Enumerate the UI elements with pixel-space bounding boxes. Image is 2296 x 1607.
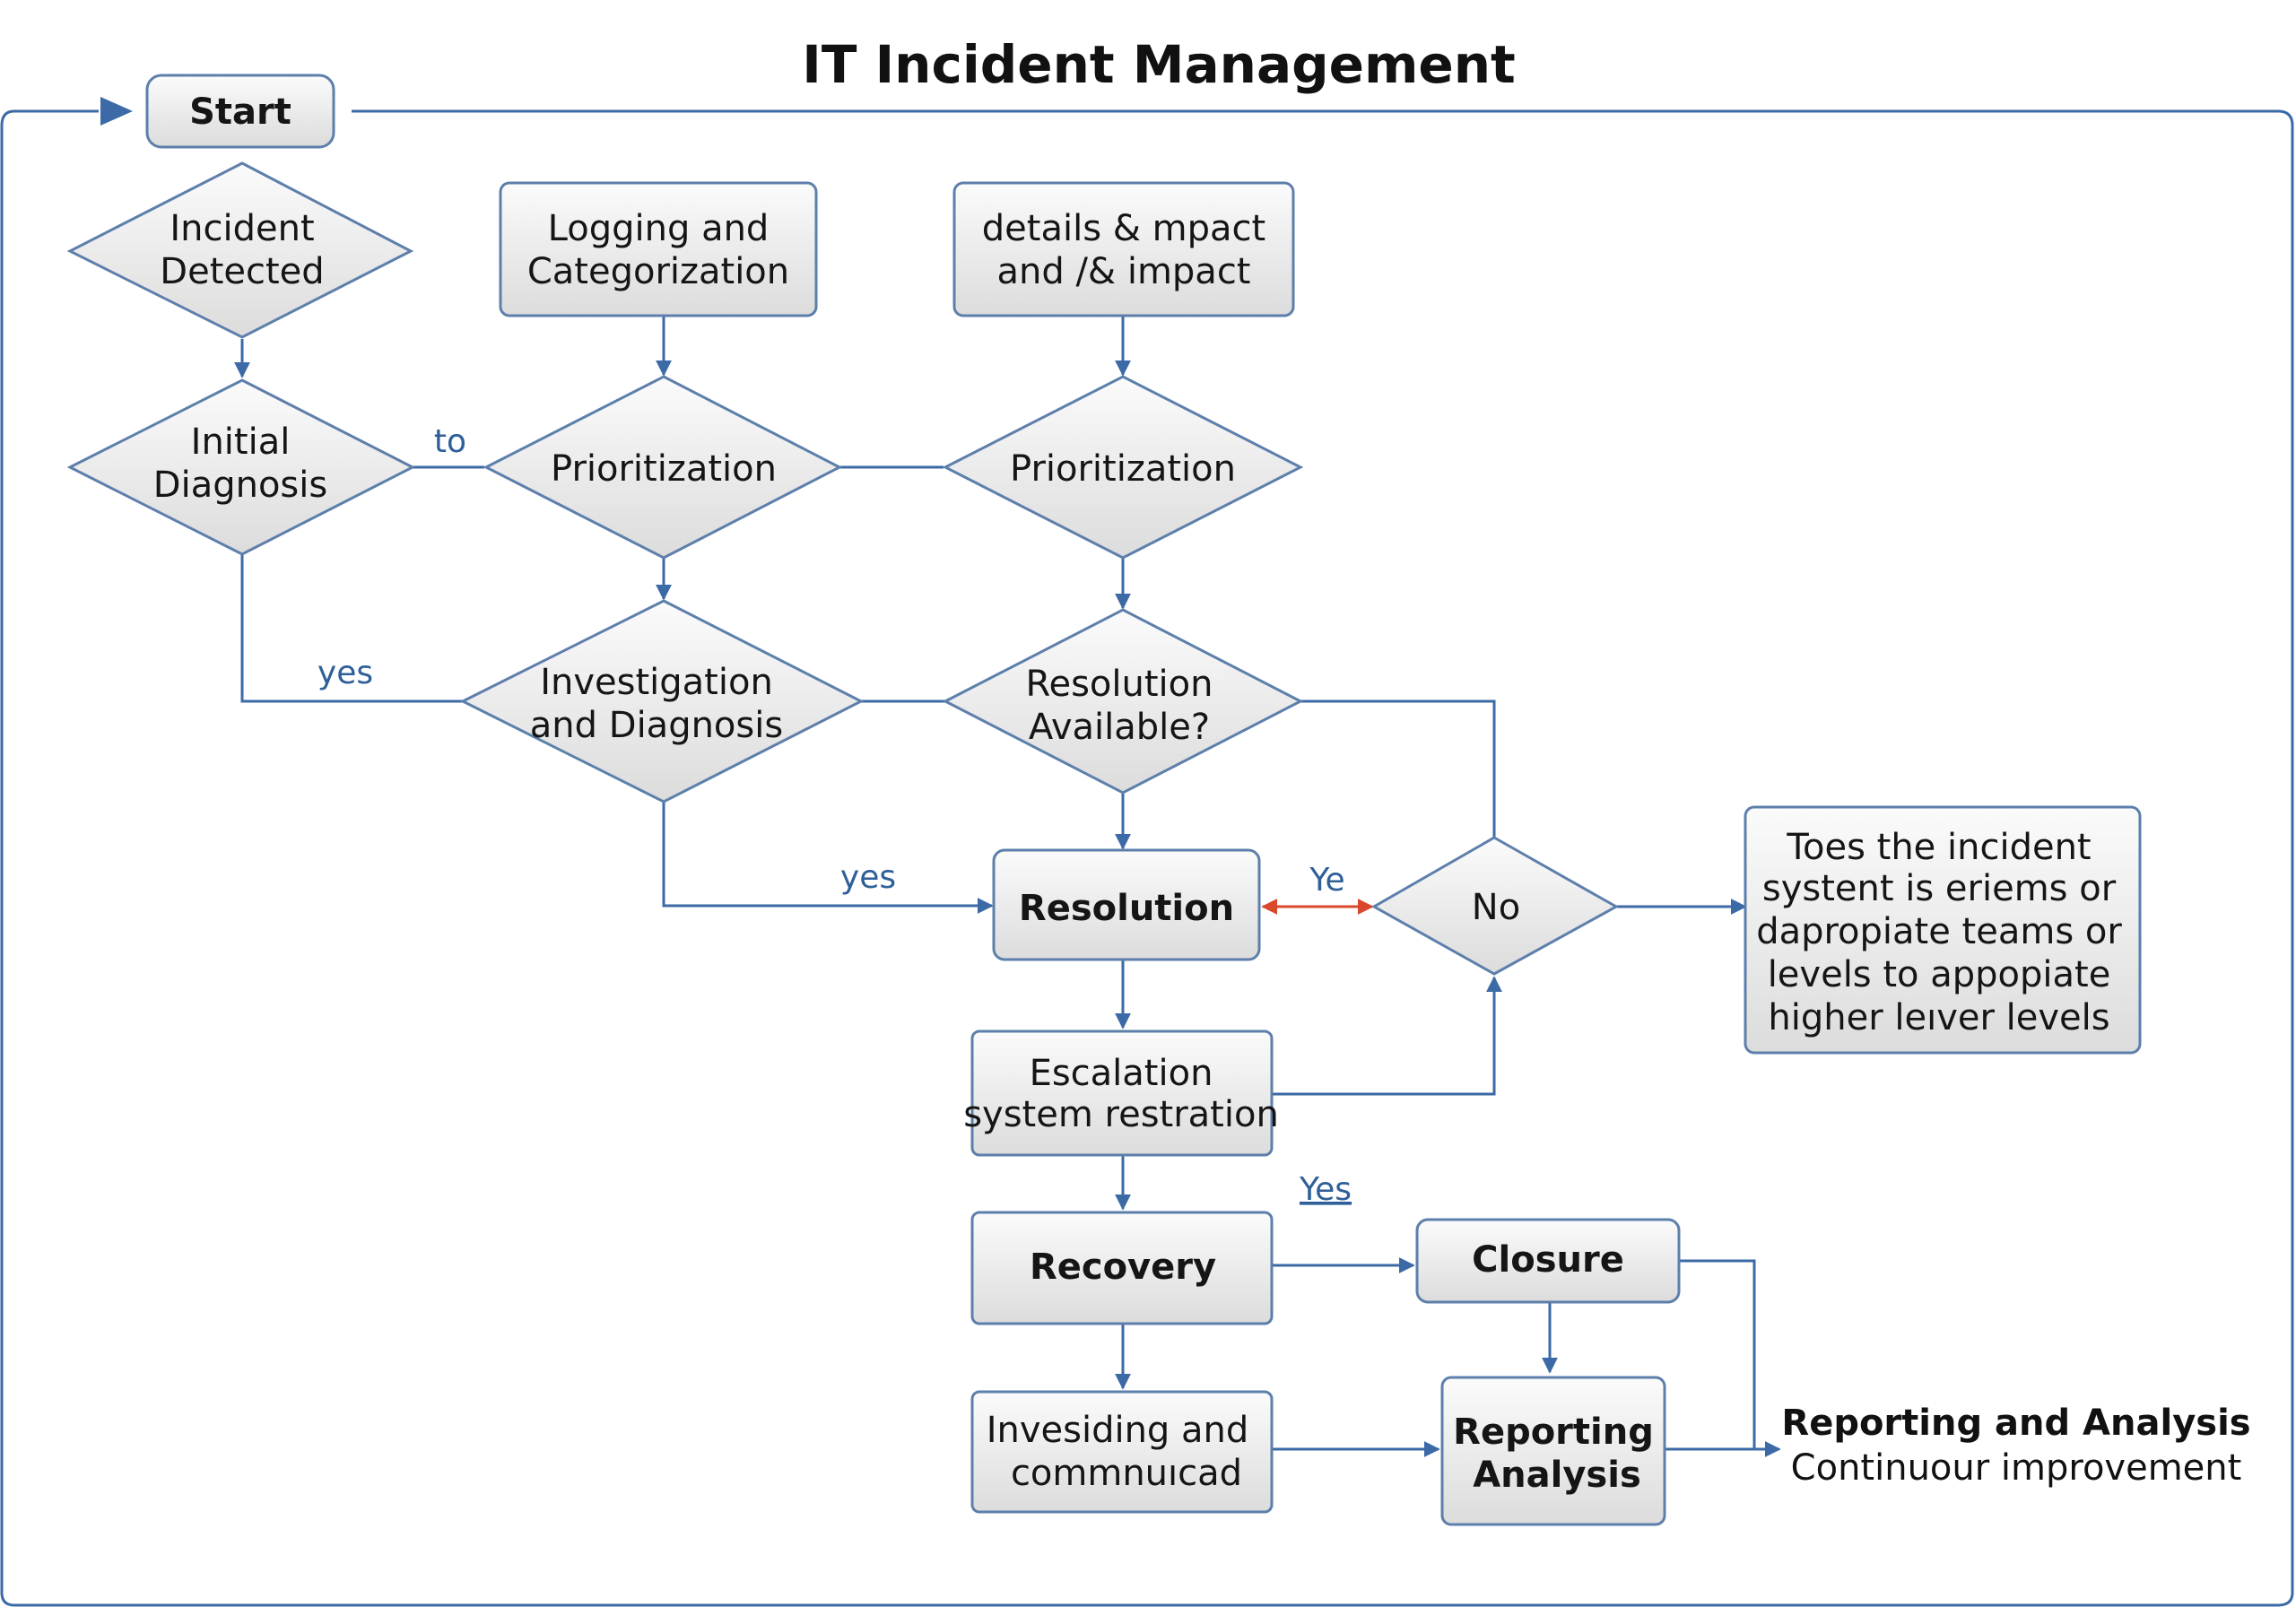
reporting-analysis-node: Reporting Analysis — [1440, 1376, 1666, 1526]
svg-text:and Diagnosis: and Diagnosis — [530, 705, 783, 746]
svg-text:and /& impact: and /& impact — [996, 251, 1250, 292]
svg-text:Available?: Available? — [1029, 707, 1210, 748]
recovery-node: Recovery — [970, 1211, 1274, 1325]
svg-text:commnuıcad: commnuıcad — [1011, 1453, 1242, 1494]
investigating-communicating-node: Invesiding and commnuıcad — [970, 1390, 1274, 1514]
svg-text:Prioritization: Prioritization — [551, 448, 777, 490]
edge-resolution-check-to-no — [1300, 699, 1496, 838]
svg-text:Initial: Initial — [191, 421, 291, 463]
svg-text:higher leıver levels: higher leıver levels — [1768, 997, 2109, 1038]
escalation-note-node: Toes the incident systent is eriems or d… — [1744, 805, 2142, 1055]
svg-text:Reporting: Reporting — [1453, 1412, 1654, 1453]
outcome-subtitle: Continuour improvement — [1791, 1447, 2242, 1489]
svg-text:Detected: Detected — [160, 251, 324, 292]
start-node: Start — [145, 74, 335, 149]
svg-text:Toes the incident: Toes the incident — [1786, 827, 2091, 868]
svg-text:Escalation: Escalation — [1030, 1053, 1213, 1094]
svg-text:Recovery: Recovery — [1030, 1247, 1216, 1288]
frame-entry-arrowhead — [100, 97, 133, 126]
svg-text:Incident: Incident — [170, 208, 314, 249]
svg-text:Investigation: Investigation — [540, 662, 773, 703]
details-impact-node: details & mpact and /& impact — [952, 181, 1295, 317]
edge-label-yes-mid: yes — [840, 859, 896, 896]
svg-text:Diagnosis: Diagnosis — [153, 465, 327, 506]
outcome-title: Reporting and Analysis — [1781, 1403, 2250, 1444]
edge-investigation-yes-to-resolution — [662, 802, 994, 914]
closure-node: Closure — [1415, 1218, 1681, 1304]
diagram-title: IT Incident Management — [802, 34, 1515, 95]
svg-text:systent is eriems or: systent is eriems or — [1762, 868, 2117, 909]
svg-text:Start: Start — [189, 91, 291, 133]
svg-text:Invesiding and: Invesiding and — [987, 1410, 1249, 1451]
svg-text:details & mpact: details & mpact — [982, 208, 1265, 249]
svg-text:Categorization: Categorization — [527, 251, 789, 292]
svg-text:Resolution: Resolution — [1025, 664, 1213, 705]
svg-text:Analysis: Analysis — [1473, 1455, 1641, 1496]
prioritization-decision-2: Prioritization — [942, 375, 1304, 560]
edge-diagnosis-yes-to-investigation — [240, 554, 463, 703]
svg-text:levels to appopiate: levels to appopiate — [1768, 954, 2111, 995]
frame-loop-connector — [0, 109, 2294, 1607]
escalation-node: Escalation system restration — [963, 1029, 1279, 1157]
edge-closure-to-outcome — [1679, 1259, 1756, 1449]
svg-text:Closure: Closure — [1472, 1239, 1624, 1281]
prioritization-decision-1: Prioritization — [483, 375, 843, 560]
svg-text:dapropiate teams or: dapropiate teams or — [1756, 911, 2122, 952]
resolution-node: Resolution — [992, 848, 1261, 961]
logging-categorization-node: Logging and Categorization — [499, 181, 818, 317]
no-decision: No — [1370, 836, 1620, 976]
edge-escalation-to-no — [1272, 976, 1502, 1096]
resolution-available-decision: Resolution Available? — [942, 608, 1304, 795]
svg-text:system restration: system restration — [963, 1094, 1279, 1135]
edge-label-yes-upper: Yes — [1299, 1171, 1352, 1208]
initial-diagnosis-decision: Initial Diagnosis — [66, 378, 416, 556]
svg-text:Prioritization: Prioritization — [1010, 448, 1236, 490]
incident-detected-decision: Incident Detected — [66, 161, 414, 339]
svg-text:Logging and: Logging and — [548, 208, 770, 249]
investigation-diagnosis-decision: Investigation and Diagnosis — [459, 599, 865, 804]
edge-label-yes-left: yes — [317, 655, 373, 691]
svg-text:Resolution: Resolution — [1019, 888, 1234, 929]
svg-text:No: No — [1472, 887, 1520, 928]
edge-label-ye: Ye — [1309, 862, 1344, 899]
edge-label-to: to — [434, 423, 466, 460]
